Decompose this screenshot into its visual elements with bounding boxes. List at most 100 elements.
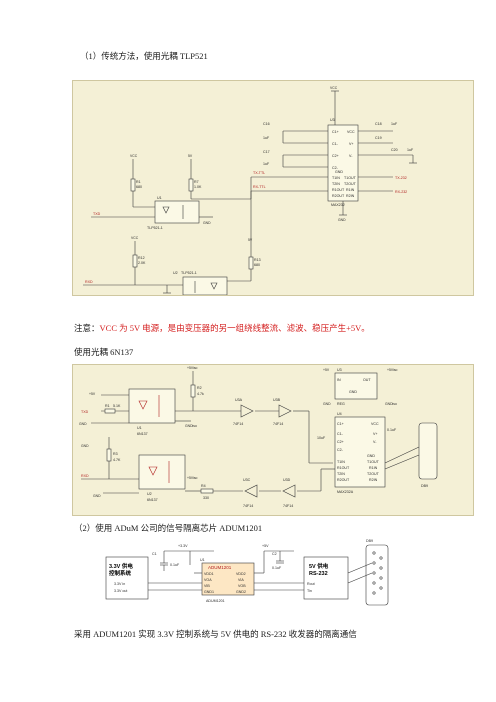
svg-text:控制系统: 控制系统 (109, 569, 132, 577)
svg-text:T2IN: T2IN (332, 182, 340, 186)
svg-text:+5Viso: +5Viso (187, 366, 198, 370)
control-system-3v3 (105, 556, 149, 600)
svg-text:330: 330 (203, 496, 209, 500)
svg-text:3.3V 供电: 3.3V 供电 (109, 562, 133, 570)
svg-text:U1: U1 (137, 426, 142, 430)
svg-text:5V: 5V (248, 238, 253, 242)
caption-footer: 采用 ADUM1201 实现 3.3V 控制系统与 5V 供电的 RS-232 … (74, 629, 357, 639)
caption-method-2: （2）使用 ADuM 公司的信号隔离芯片 ADUM1201 (74, 523, 263, 533)
svg-text:GND2: GND2 (236, 590, 246, 594)
svg-text:V-: V- (349, 154, 353, 158)
svg-text:T2OUT: T2OUT (367, 472, 380, 476)
svg-text:C20: C20 (391, 148, 398, 152)
svg-text:1uF: 1uF (263, 136, 270, 140)
svg-text:5V: 5V (188, 154, 193, 158)
u2-opto (182, 276, 228, 295)
svg-text:+5V: +5V (323, 368, 330, 372)
svg-text:0.1uF: 0.1uF (387, 428, 397, 432)
u1-6n137 (128, 388, 176, 424)
svg-text:T1OUT: T1OUT (344, 176, 357, 180)
svg-text:10uF: 10uF (317, 436, 326, 440)
svg-text:MAX232: MAX232 (331, 203, 345, 207)
svg-text:RXD: RXD (81, 474, 89, 478)
6n137-circuit: U1 6N137 R1 5.1K TXD GND +5V +5Viso R2 4… (79, 366, 438, 508)
svg-text:R1IN: R1IN (346, 188, 355, 192)
svg-text:C2+: C2+ (332, 154, 339, 158)
svg-text:GND: GND (203, 221, 211, 225)
svg-text:GND: GND (335, 170, 343, 174)
svg-text:TX-TTL: TX-TTL (253, 171, 265, 175)
svg-text:U3D: U3D (283, 478, 291, 482)
svg-text:VIB: VIB (204, 584, 210, 588)
svg-text:TXD: TXD (81, 410, 89, 414)
svg-text:VOA: VOA (204, 578, 212, 582)
svg-text:+5V: +5V (89, 392, 96, 396)
svg-text:RX-TTL: RX-TTL (253, 185, 266, 189)
svg-text:IN: IN (337, 378, 341, 382)
svg-text:U3C: U3C (243, 478, 251, 482)
svg-text:MAX232A: MAX232A (337, 490, 354, 494)
svg-text:T1IN: T1IN (337, 460, 345, 464)
svg-text:TX-232: TX-232 (395, 176, 407, 180)
svg-text:C17: C17 (263, 150, 270, 154)
db9-connector (418, 422, 438, 480)
svg-text:R1: R1 (105, 404, 110, 408)
svg-text:VCC: VCC (131, 236, 139, 240)
svg-text:C2+: C2+ (337, 440, 344, 444)
svg-text:C2-: C2- (332, 166, 339, 170)
rs232-5v-block (303, 556, 349, 600)
svg-text:T2OUT: T2OUT (344, 182, 357, 186)
svg-text:R1IN: R1IN (369, 466, 378, 470)
db9-connector (365, 544, 389, 606)
svg-text:74F14: 74F14 (233, 422, 243, 426)
svg-text:1uF: 1uF (391, 122, 398, 126)
note-vcc: 注意：VCC 为 5V 电源，是由变压器的另一组绕线整流、滤波、稳压产生+5V。 (74, 322, 370, 334)
svg-text:ADUM1201: ADUM1201 (208, 565, 232, 570)
svg-text:RX-232: RX-232 (395, 190, 407, 194)
u1-opto (154, 200, 200, 224)
svg-text:DB9: DB9 (366, 539, 373, 543)
svg-text:R1OUT: R1OUT (332, 188, 345, 192)
svg-text:U3: U3 (337, 368, 342, 372)
svg-text:ADUM1201: ADUM1201 (206, 599, 225, 603)
svg-text:Tin: Tin (307, 589, 312, 593)
svg-text:74F14: 74F14 (283, 504, 293, 508)
svg-text:C1-: C1- (337, 432, 344, 436)
svg-text:+5Viso: +5Viso (187, 476, 198, 480)
svg-text:GND: GND (349, 390, 357, 394)
svg-text:U2: U2 (173, 271, 178, 275)
svg-text:OUT: OUT (363, 378, 371, 382)
svg-text:0.1uF: 0.1uF (170, 563, 180, 567)
svg-text:VIA: VIA (238, 578, 244, 582)
u4-max232a (334, 416, 386, 488)
svg-text:1.0K: 1.0K (194, 185, 202, 189)
svg-text:R2IN: R2IN (369, 478, 378, 482)
svg-text:DB9: DB9 (421, 484, 428, 488)
svg-text:R2OUT: R2OUT (332, 194, 345, 198)
svg-text:C1+: C1+ (337, 422, 344, 426)
svg-text:V-: V- (373, 440, 377, 444)
svg-text:GND1: GND1 (204, 590, 214, 594)
svg-text:74F14: 74F14 (243, 504, 253, 508)
adum1201-chip (201, 562, 255, 596)
svg-text:VCC: VCC (330, 86, 338, 90)
svg-text:VCC: VCC (130, 154, 138, 158)
svg-text:U3A: U3A (235, 398, 243, 402)
svg-text:RXD: RXD (85, 280, 93, 284)
caption-6n137: 使用光耦 6N137 (74, 347, 134, 357)
svg-text:R2OUT: R2OUT (337, 478, 350, 482)
u3-regulator (334, 372, 378, 400)
svg-text:5V 供电: 5V 供电 (309, 562, 329, 570)
svg-text:R4: R4 (201, 484, 206, 488)
svg-text:VDD1: VDD1 (204, 572, 214, 576)
svg-text:GND: GND (323, 402, 331, 406)
svg-text:TLP521-1: TLP521-1 (147, 226, 163, 230)
svg-text:GND: GND (81, 444, 89, 448)
svg-text:C1-: C1- (332, 142, 339, 146)
svg-text:1uF: 1uF (263, 162, 270, 166)
svg-text:GNDiso: GNDiso (185, 424, 197, 428)
svg-text:V+: V+ (373, 432, 378, 436)
svg-text:U1: U1 (200, 558, 205, 562)
svg-text:C16: C16 (263, 122, 270, 126)
svg-text:R1OUT: R1OUT (337, 466, 350, 470)
